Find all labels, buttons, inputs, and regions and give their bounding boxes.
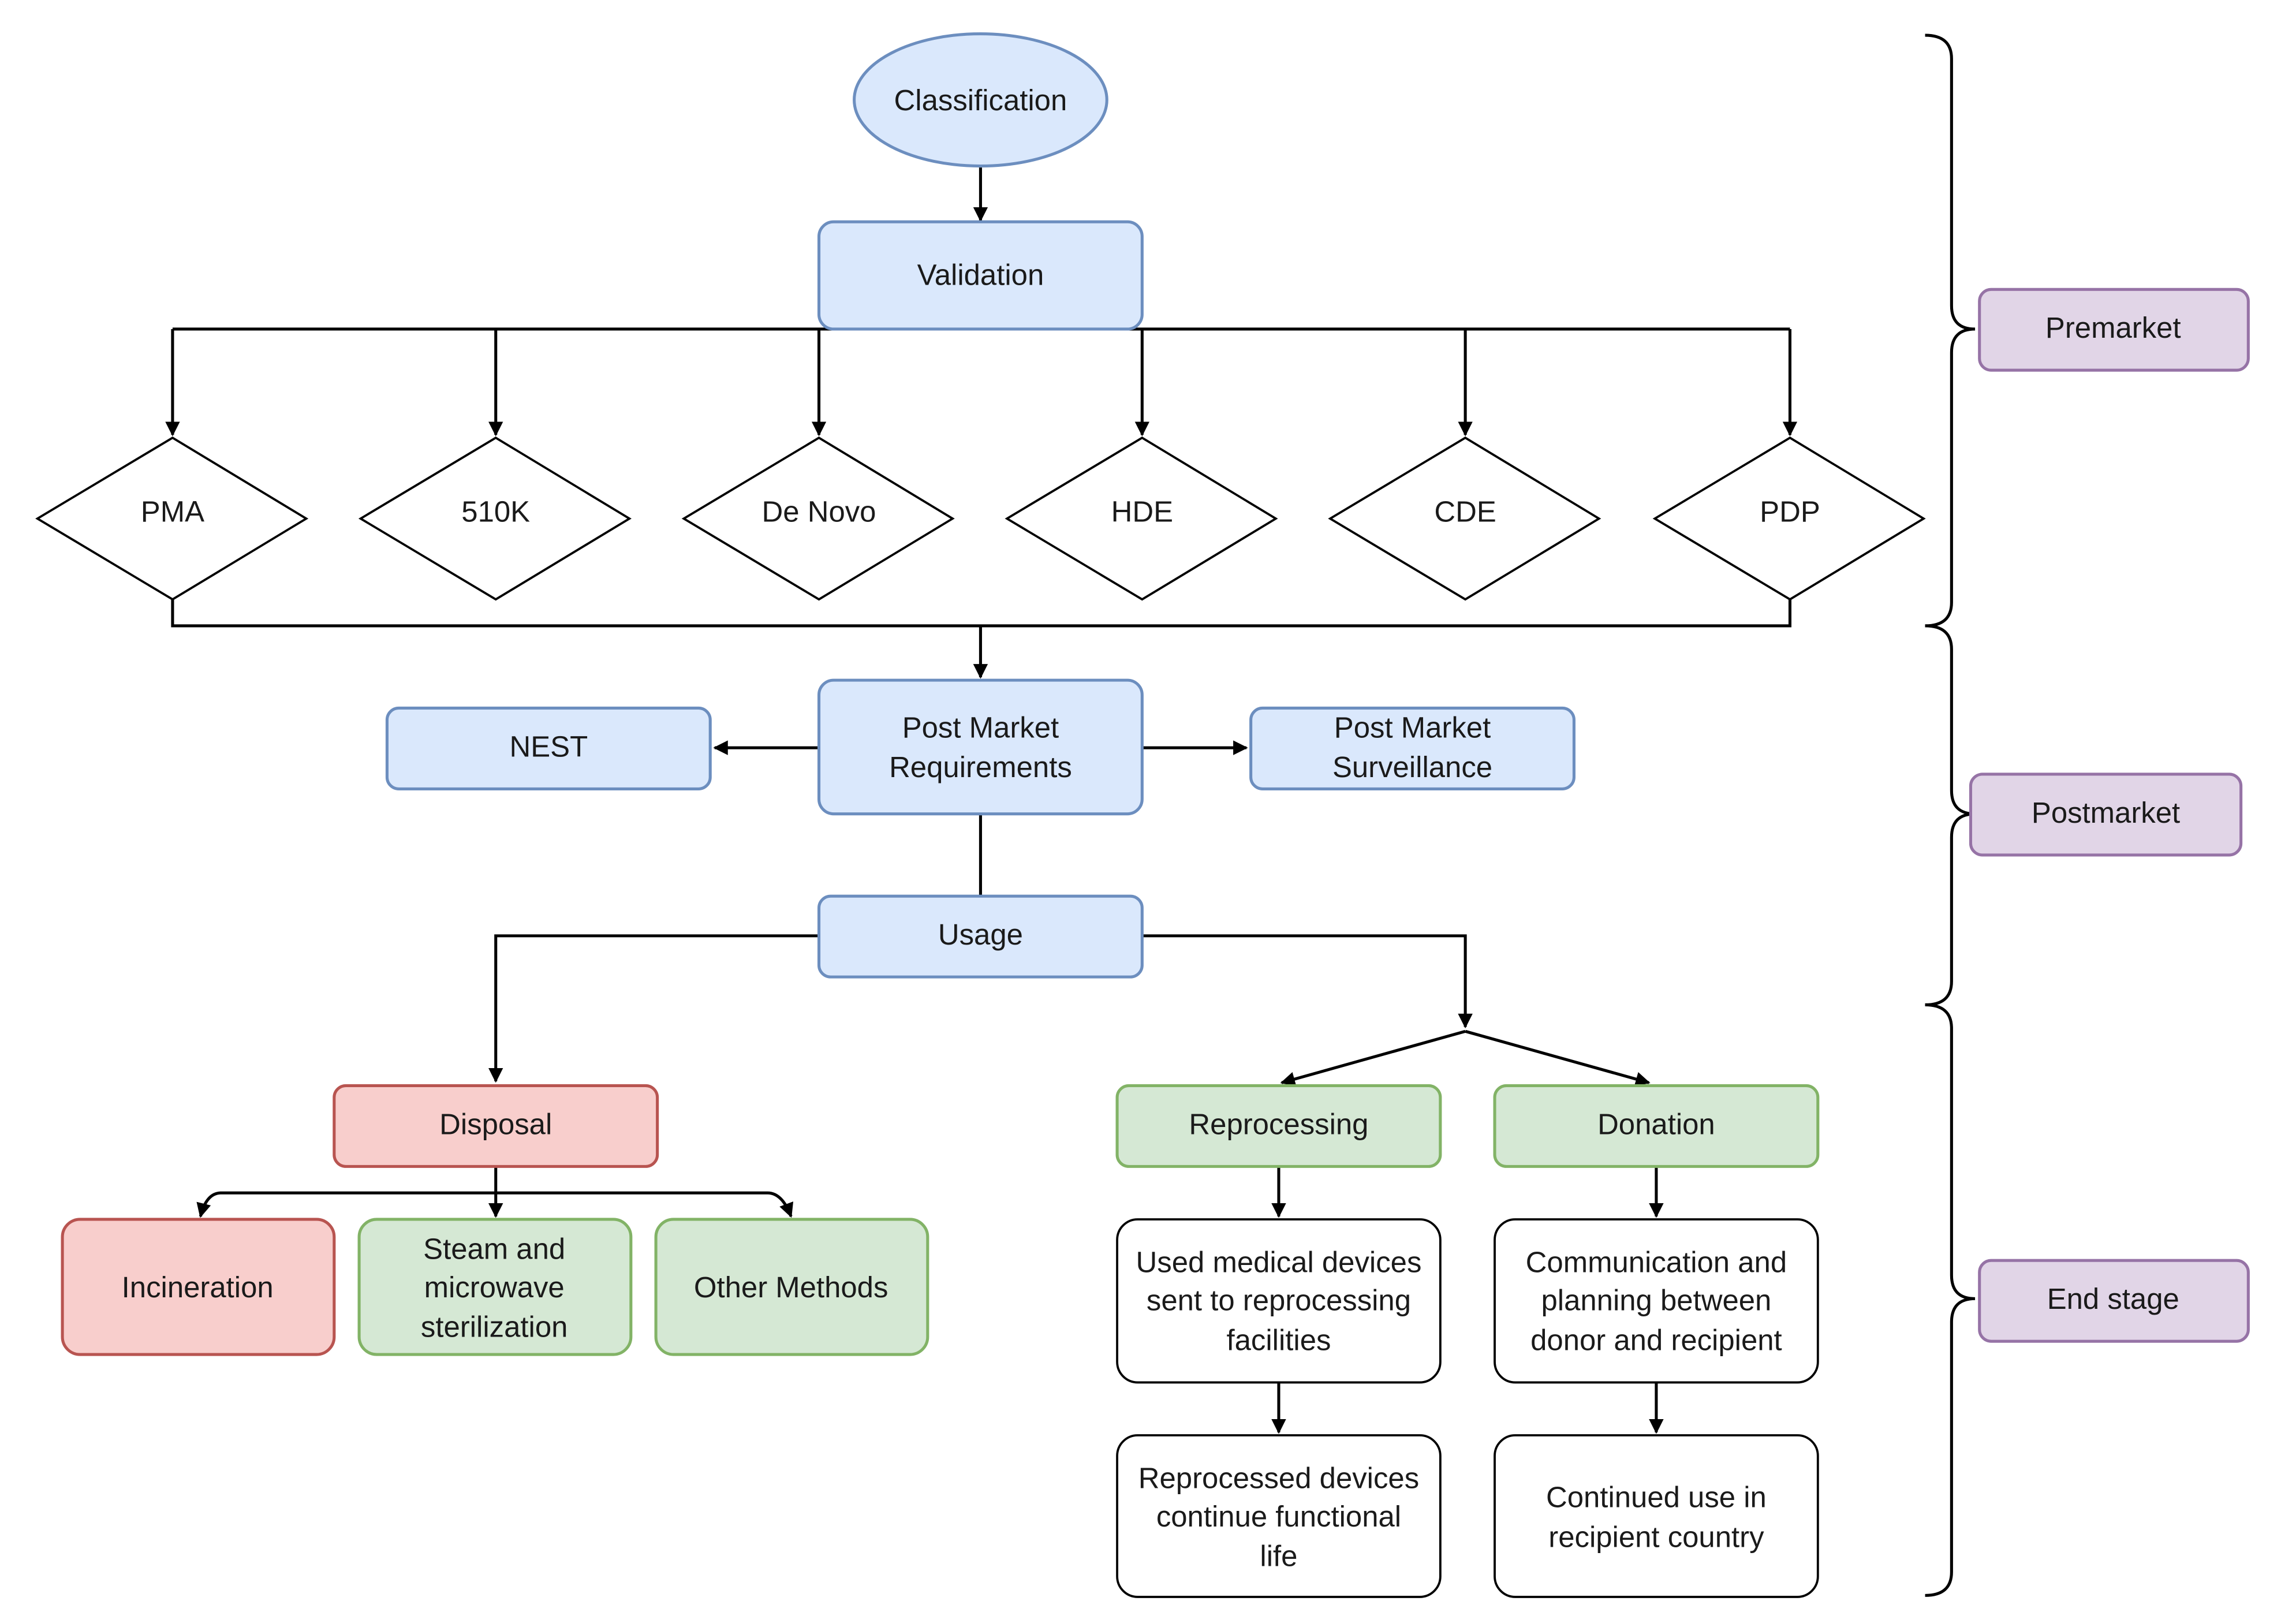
node-pma: PMA [35, 436, 309, 601]
nest-label: NEST [509, 730, 588, 763]
continued-label-line1: Continued use in [1546, 1481, 1767, 1514]
stage-postmarket: Postmarket [1969, 772, 2243, 857]
donation-label: Donation [1597, 1107, 1715, 1140]
node-validation: Validation [817, 220, 1144, 331]
pms-label-line2: Surveillance [1332, 751, 1492, 783]
steam-label-line3: sterilization [421, 1311, 568, 1343]
communication-label-line3: donor and recipient [1530, 1323, 1782, 1356]
validation-label: Validation [917, 259, 1044, 292]
stage-premarket: Premarket [1978, 288, 2250, 372]
steam-label-line2: microwave [424, 1271, 565, 1304]
pms-label-line1: Post Market [1334, 711, 1491, 744]
node-donation: Donation [1493, 1084, 1820, 1168]
node-other-methods: Other Methods [654, 1218, 929, 1356]
cde-label: CDE [1434, 495, 1496, 528]
node-usage: Usage [817, 894, 1144, 979]
node-510k: 510K [358, 436, 632, 601]
stage-brackets [1925, 33, 1976, 1597]
reprocessed-label-line2: continue functional [1156, 1500, 1401, 1533]
incineration-label: Incineration [122, 1271, 274, 1304]
used-label-line3: facilities [1226, 1323, 1331, 1356]
node-post-market-requirements: Post Market Requirements [817, 678, 1144, 816]
node-reprocessed-devices: Reprocessed devices continue functional … [1116, 1434, 1442, 1598]
node-disposal: Disposal [333, 1084, 659, 1168]
denovo-label: De Novo [762, 495, 876, 528]
reprocessing-label: Reprocessing [1189, 1107, 1368, 1140]
node-cde: CDE [1328, 436, 1601, 601]
node-pdp: PDP [1652, 436, 1926, 601]
pmr-label-line1: Post Market [902, 711, 1059, 744]
bracket-endstage [1925, 1003, 1976, 1597]
node-used-medical-devices: Used medical devices sent to reprocessin… [1116, 1218, 1442, 1384]
node-continued-use: Continued use in recipient country [1494, 1434, 1819, 1598]
edge-usage-disposal [488, 934, 819, 1083]
endstage-label: End stage [2047, 1282, 2179, 1315]
510k-label: 510K [461, 495, 530, 528]
communication-label-line2: planning between [1541, 1284, 1771, 1317]
classification-label: Classification [894, 84, 1067, 117]
node-denovo: De Novo [681, 436, 955, 601]
edge-branch-reprocessing [1280, 1029, 1466, 1087]
edge-disposal-other [495, 1191, 794, 1218]
node-steam-microwave: Steam and microwave sterilization [357, 1218, 633, 1356]
node-reprocessing: Reprocessing [1115, 1084, 1442, 1168]
node-classification: Classification [853, 32, 1108, 168]
node-incineration: Incineration [61, 1218, 336, 1356]
bracket-postmarket [1925, 624, 1976, 1007]
hde-label: HDE [1111, 495, 1173, 528]
reprocessed-label-line1: Reprocessed devices [1138, 1462, 1419, 1495]
node-nest: NEST [385, 706, 712, 790]
communication-label-line1: Communication and [1526, 1246, 1787, 1279]
continued-label-line2: recipient country [1548, 1520, 1764, 1553]
postmarket-label: Postmarket [2032, 796, 2180, 829]
edge-diamond-bus [171, 599, 1792, 628]
reprocessed-label-line3: life [1260, 1539, 1297, 1572]
other-label: Other Methods [694, 1271, 888, 1304]
bracket-premarket [1925, 33, 1976, 628]
edge-disposal-incineration [196, 1191, 496, 1218]
usage-label: Usage [938, 918, 1023, 951]
disposal-label: Disposal [439, 1107, 552, 1140]
pdp-label: PDP [1760, 495, 1820, 528]
pma-label: PMA [141, 495, 204, 528]
steam-label-line1: Steam and [423, 1233, 565, 1266]
premarket-label: Premarket [2045, 311, 2181, 344]
node-hde: HDE [1005, 436, 1278, 601]
used-label-line2: sent to reprocessing [1147, 1284, 1411, 1317]
stage-endstage: End stage [1978, 1259, 2250, 1343]
pmr-label-line2: Requirements [889, 751, 1072, 783]
edge-branch-donation [1465, 1029, 1651, 1087]
node-communication-planning: Communication and planning between donor… [1494, 1218, 1819, 1384]
node-post-market-surveillance: Post Market Surveillance [1249, 706, 1576, 790]
edges [165, 167, 1798, 1434]
edge-usage-branch [1142, 934, 1473, 1029]
used-label-line1: Used medical devices [1136, 1246, 1422, 1279]
